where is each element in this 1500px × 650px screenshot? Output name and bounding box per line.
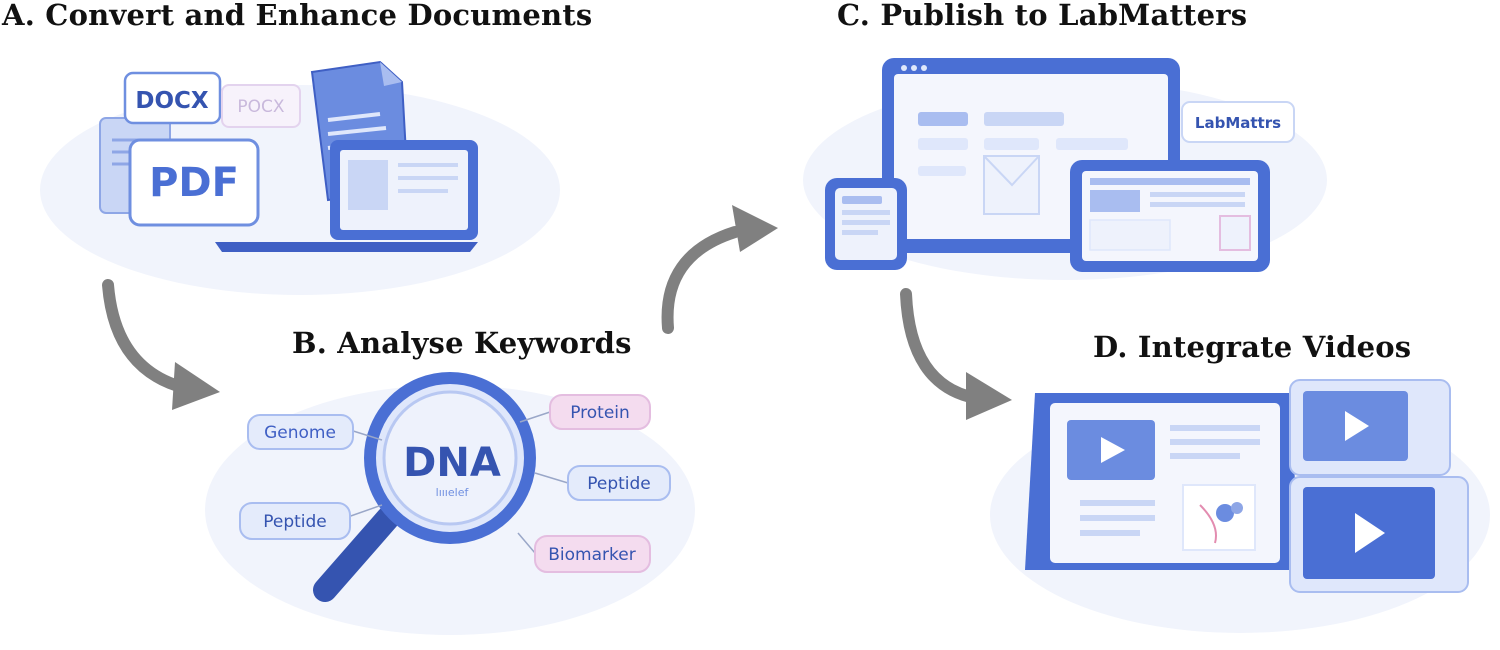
keyword-tag-biomarker: Biomarker (517, 532, 651, 573)
panel-publish: LabMattrs (803, 58, 1327, 280)
tablet-icon (1025, 393, 1300, 570)
keyword-tag-peptide-left: Peptide (239, 502, 383, 540)
keyword-tag-protein: Protein (519, 394, 651, 430)
pdf-label: PDF (149, 160, 239, 206)
magnifying-glass-icon: DNA lıııelef (313, 372, 536, 602)
panel-convert-documents: DOCX POCX PDF (40, 60, 560, 295)
keyword-tag-peptide-right: Peptide (534, 465, 671, 501)
step-title-videos: D. Integrate Videos (1093, 330, 1412, 364)
arrow-b-to-c (661, 205, 778, 334)
keyword-protein: Protein (570, 403, 630, 423)
keyword-peptide-left: Peptide (263, 512, 327, 532)
phone-icon (825, 178, 907, 270)
keyword-biomarker: Biomarker (548, 545, 635, 565)
docx-bubble: DOCX (123, 71, 222, 125)
docx-label: DOCX (135, 88, 209, 114)
labmatters-label: LabMattrs (1195, 114, 1281, 132)
laptop-icon (215, 140, 478, 252)
tablet-icon (1070, 160, 1270, 272)
keyword-peptide-right: Peptide (587, 474, 651, 494)
faded-docx-bubble: POCX (221, 84, 301, 128)
step-title-convert: A. Convert and Enhance Documents (2, 0, 593, 32)
panel-analyse-keywords: DNA lıııelef Genome Peptide Protein Pept… (205, 372, 695, 635)
step-title-analyse: B. Analyse Keywords (292, 326, 632, 360)
play-icon (1067, 420, 1155, 480)
pdf-bubble: PDF (128, 138, 260, 227)
step-title-publish: C. Publish to LabMatters (837, 0, 1248, 32)
keyword-tag-genome: Genome (247, 414, 383, 450)
dna-keyword: DNA (403, 440, 501, 486)
panel-integrate-videos (990, 379, 1490, 633)
keyword-genome: Genome (264, 423, 336, 443)
labmatters-badge: LabMattrs (1181, 101, 1295, 143)
dna-subtext: lıııelef (436, 486, 470, 499)
video-card-icon (1289, 379, 1451, 476)
video-card-icon (1289, 476, 1469, 593)
faded-docx-label: POCX (237, 97, 285, 117)
